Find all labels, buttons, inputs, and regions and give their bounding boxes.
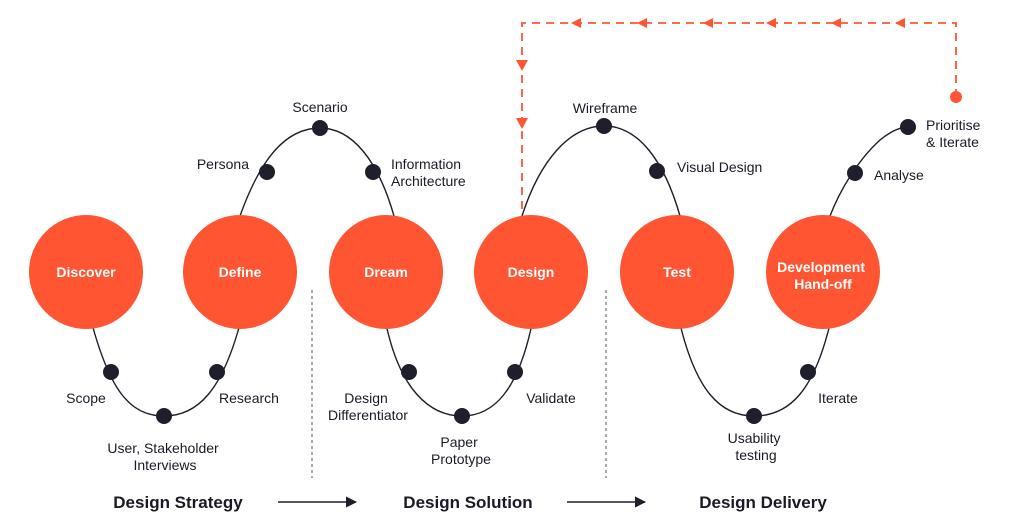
step-label-user-interviews: User, Stakeholder Interviews	[107, 440, 222, 473]
step-dot-user-interviews	[156, 408, 172, 424]
step-dot-iterate	[800, 364, 816, 380]
step-dot-validate	[507, 364, 523, 380]
stage-circle	[766, 215, 880, 329]
step-dot-design-differentiator	[401, 364, 417, 380]
phase-label-strategy: Design Strategy	[113, 493, 243, 512]
phase-label-delivery: Design Delivery	[699, 493, 827, 512]
stage-circle	[474, 215, 588, 329]
step-label-validate: Validate	[526, 390, 576, 406]
stage-discover: Discover	[29, 215, 143, 329]
step-dot-research	[209, 364, 225, 380]
stage-test: Test	[620, 215, 734, 329]
feedback-arrows	[516, 18, 905, 129]
stage-design: Design	[474, 215, 588, 329]
step-label-research: Research	[219, 390, 279, 406]
step-label-prioritise-iterate: Prioritise & Iterate	[926, 117, 984, 150]
step-label-design-differentiator: Design Differentiator	[328, 390, 408, 423]
stage-circle	[29, 215, 143, 329]
step-dot-persona	[259, 164, 275, 180]
step-dot-prioritise	[900, 119, 916, 135]
stage-circle	[183, 215, 297, 329]
stage-label: Test	[663, 264, 691, 280]
step-label-scenario: Scenario	[292, 99, 347, 115]
step-dots	[103, 118, 916, 424]
step-dot-information-architecture	[365, 164, 381, 180]
stage-circle	[329, 215, 443, 329]
feedback-loop	[521, 22, 957, 214]
step-dot-scenario	[312, 120, 328, 136]
step-label-wireframe: Wireframe	[573, 100, 638, 116]
step-dot-wireframe	[596, 118, 612, 134]
step-label-analyse: Analyse	[874, 167, 924, 183]
stage-label: Discover	[56, 264, 116, 280]
step-label-iterate: Iterate	[818, 390, 858, 406]
step-label-persona: Persona	[197, 156, 249, 172]
step-dot-scope	[103, 364, 119, 380]
step-dot-visual-design	[649, 163, 665, 179]
feedback-start-dot	[950, 91, 962, 103]
step-label-information-architecture: Information Architecture	[391, 156, 466, 189]
step-label-visual-design: Visual Design	[677, 159, 762, 175]
stage-label: Design	[508, 264, 555, 280]
step-label-usability-testing: Usability testing	[728, 430, 785, 463]
step-dot-usability-testing	[746, 408, 762, 424]
stage-circle	[620, 215, 734, 329]
stage-define: Define	[183, 215, 297, 329]
stage-label: Dream	[364, 264, 408, 280]
step-label-paper-prototype: Paper Prototype	[431, 434, 491, 467]
phase-label-solution: Design Solution	[403, 493, 532, 512]
step-dot-analyse	[847, 165, 863, 181]
step-label-scope: Scope	[66, 390, 106, 406]
stage-label: Development Hand-off	[777, 259, 869, 292]
step-dot-paper-prototype	[454, 408, 470, 424]
stage-label: Define	[219, 264, 262, 280]
stage-development-handoff: Development Hand-off	[766, 215, 880, 329]
stage-dream: Dream	[329, 215, 443, 329]
